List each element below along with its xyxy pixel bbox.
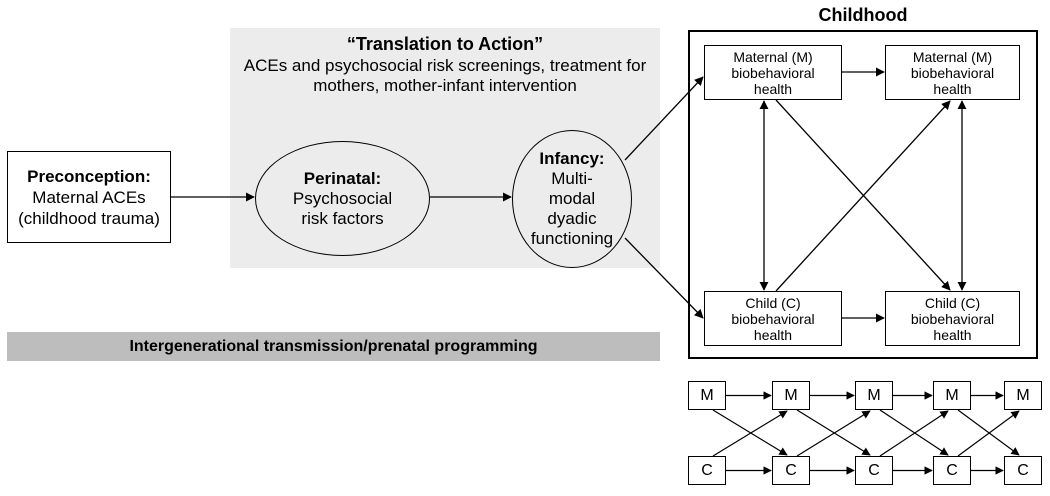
maternal-node-3: M xyxy=(855,381,893,410)
child-node-3: C xyxy=(855,456,893,485)
maternal-node-1: M xyxy=(688,381,726,410)
childhood-frame xyxy=(688,30,1038,359)
preconception-text: Maternal ACEs (childhood trauma) xyxy=(18,187,160,228)
childhood-title: Childhood xyxy=(818,5,908,25)
maternal-health-node-t2: Maternal (M) biobehavioral health xyxy=(885,45,1020,100)
maternal-node-5: M xyxy=(1004,381,1042,410)
child-health-node-t2: Child (C) biobehavioral health xyxy=(885,291,1020,346)
arrow-m4-to-c5 xyxy=(957,409,1020,456)
child-node-2: C xyxy=(772,456,810,485)
translation-description: ACEs and psychosocial risk screenings, t… xyxy=(243,56,647,95)
arrow-infancy-to-child xyxy=(624,237,704,319)
arrow-m1-to-c2 xyxy=(775,99,951,291)
arrow-c2-to-m3 xyxy=(796,410,871,457)
arrow-infancy-to-maternal xyxy=(624,76,704,161)
arrow-m2-to-c3 xyxy=(796,409,871,456)
perinatal-text: Psychosocial risk factors xyxy=(292,188,393,228)
maternal-node-4: M xyxy=(933,381,971,410)
arrow-m3-to-c4 xyxy=(879,409,949,456)
maternal-node-2: M xyxy=(772,381,810,410)
child-node-1: C xyxy=(688,456,726,485)
child-node-5: C xyxy=(1004,456,1042,485)
arrow-c1-to-m2 xyxy=(712,410,788,457)
infancy-title: Infancy: xyxy=(539,149,605,168)
translation-title: “Translation to Action” xyxy=(346,34,544,54)
arrow-c1-to-m2 xyxy=(775,100,951,292)
infancy-ellipse: Infancy: Multi- modal dyadic functioning xyxy=(512,130,632,268)
child-health-node-t1: Child (C) biobehavioral health xyxy=(704,291,842,346)
intergenerational-bar: Intergenerational transmission/prenatal … xyxy=(7,332,660,361)
maternal-health-node-t1: Maternal (M) biobehavioral health xyxy=(704,45,842,100)
arrow-c4-to-m5 xyxy=(957,410,1020,457)
perinatal-ellipse: Perinatal: Psychosocial risk factors xyxy=(255,141,430,256)
infancy-text: Multi- modal dyadic functioning xyxy=(530,169,614,248)
preconception-box: Preconception: Maternal ACEs (childhood … xyxy=(7,151,171,243)
arrow-c3-to-m4 xyxy=(879,410,949,457)
child-node-4: C xyxy=(933,456,971,485)
arrow-m1-to-c2 xyxy=(712,409,788,456)
preconception-title: Preconception: xyxy=(27,166,151,186)
perinatal-title: Perinatal: xyxy=(303,168,382,188)
